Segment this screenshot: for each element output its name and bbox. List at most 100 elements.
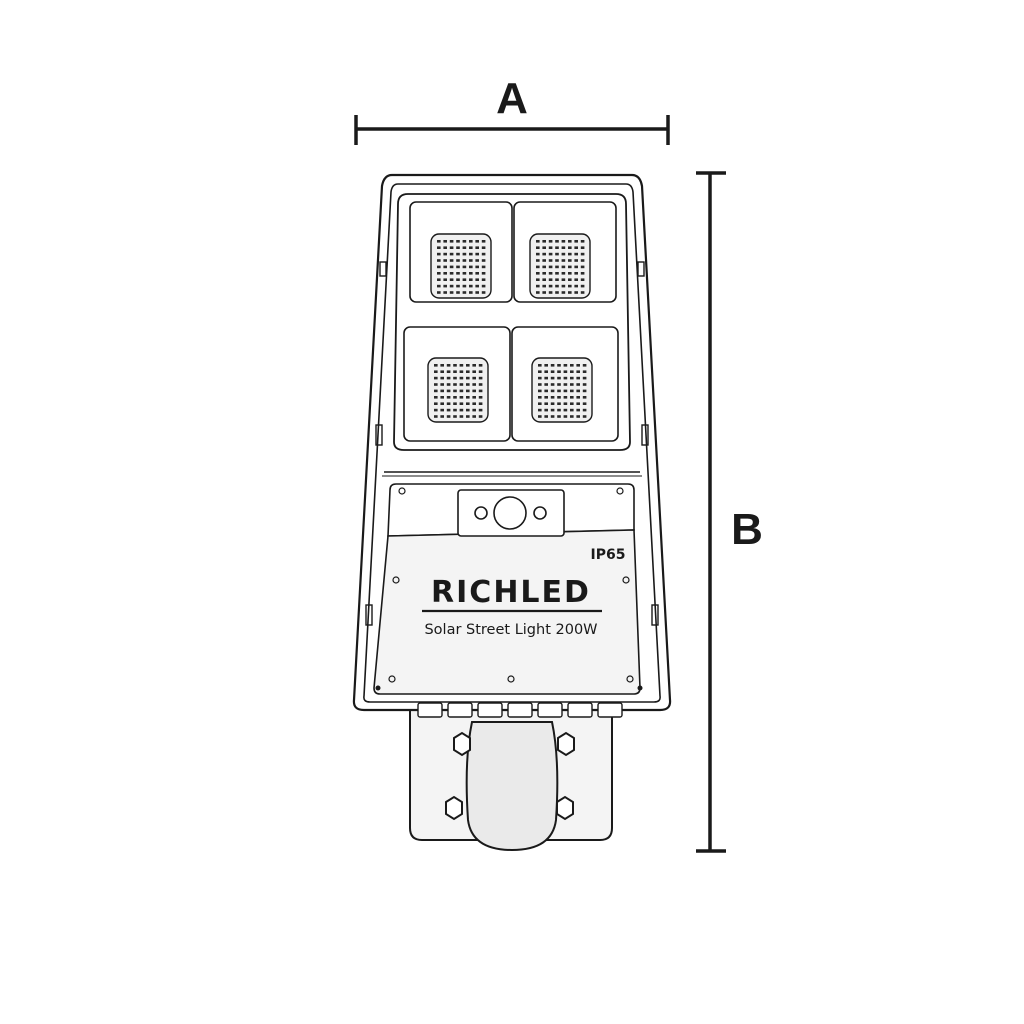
- led-chip: [462, 252, 467, 256]
- vent-slot: [567, 702, 593, 718]
- led-chip: [550, 370, 555, 373]
- led-chip: [456, 265, 460, 269]
- led-chip: [561, 259, 566, 262]
- led-chip: [440, 396, 444, 399]
- led-chip: [475, 259, 479, 262]
- led-chip: [469, 278, 473, 281]
- led-chip: [570, 408, 574, 412]
- led-chip: [456, 259, 460, 262]
- led-chip: [568, 265, 572, 269]
- led-chip: [466, 415, 470, 418]
- led-chip: [449, 284, 454, 288]
- led-chip: [466, 383, 470, 386]
- led-chip: [469, 265, 473, 269]
- led-chip: [561, 252, 566, 256]
- led-chip: [456, 246, 460, 249]
- led-chip: [446, 370, 451, 373]
- led-chip: [481, 246, 486, 249]
- led-chip: [561, 291, 566, 294]
- led-chip: [472, 389, 476, 393]
- vent-slot: [537, 702, 563, 718]
- led-chip: [568, 284, 572, 288]
- led-chip: [453, 376, 457, 380]
- led-lens: [531, 357, 593, 423]
- brand-logo: RICHLED: [431, 575, 591, 610]
- led-chip: [462, 272, 467, 275]
- led-chip: [462, 291, 467, 294]
- led-chip: [557, 389, 561, 393]
- led-chip: [582, 415, 587, 418]
- led-chip: [459, 389, 464, 393]
- bolt-icon: [453, 731, 471, 757]
- led-chip: [440, 383, 444, 386]
- led-chip: [434, 370, 438, 373]
- led-chip: [434, 415, 438, 418]
- led-chip: [544, 415, 548, 418]
- led-chip: [570, 396, 574, 399]
- led-chip: [544, 408, 548, 412]
- led-chip: [576, 408, 580, 412]
- led-chip: [580, 265, 585, 269]
- led-chip: [449, 240, 454, 243]
- led-chip: [557, 396, 561, 399]
- led-chip: [462, 284, 467, 288]
- led-chip: [466, 364, 470, 367]
- led-chip: [557, 370, 561, 373]
- led-chip: [446, 396, 451, 399]
- led-chip: [563, 402, 568, 405]
- led-chip: [449, 246, 454, 249]
- dimension-a-label: A: [496, 74, 528, 123]
- led-chip: [570, 383, 574, 386]
- led-chip: [542, 291, 546, 294]
- led-chip: [568, 272, 572, 275]
- led-chip: [568, 246, 572, 249]
- led-chip: [568, 240, 572, 243]
- led-chip: [574, 252, 578, 256]
- led-chip: [459, 402, 464, 405]
- led-chip: [434, 364, 438, 367]
- led-chip: [475, 265, 479, 269]
- led-chip: [453, 383, 457, 386]
- led-chip: [456, 240, 460, 243]
- motion-sensor: [457, 489, 565, 537]
- led-chip: [475, 284, 479, 288]
- led-chip: [472, 383, 476, 386]
- led-chip: [576, 389, 580, 393]
- led-chip: [563, 376, 568, 380]
- led-chip: [580, 246, 585, 249]
- sensor-dot-icon: [533, 506, 547, 520]
- led-chip: [544, 370, 548, 373]
- led-chip: [550, 396, 555, 399]
- led-chip: [466, 389, 470, 393]
- led-chip: [453, 402, 457, 405]
- led-chip: [576, 376, 580, 380]
- led-chip: [481, 291, 486, 294]
- led-chip: [449, 278, 454, 281]
- led-chip: [570, 376, 574, 380]
- led-chip: [550, 415, 555, 418]
- led-chip: [555, 272, 559, 275]
- led-chip: [478, 364, 483, 367]
- led-chip: [544, 402, 548, 405]
- led-chip: [542, 252, 546, 256]
- led-chip: [466, 396, 470, 399]
- led-chip: [481, 278, 486, 281]
- led-chip: [557, 364, 561, 367]
- led-chip: [472, 415, 476, 418]
- led-chip: [561, 278, 566, 281]
- led-chip: [475, 252, 479, 256]
- led-chip: [446, 389, 451, 393]
- led-chip: [548, 278, 553, 281]
- led-chip: [561, 265, 566, 269]
- vent-slot: [507, 702, 533, 718]
- led-chip: [536, 246, 540, 249]
- led-chip: [570, 364, 574, 367]
- led-chip: [469, 291, 473, 294]
- led-chip: [555, 278, 559, 281]
- led-chip: [434, 396, 438, 399]
- led-chip: [574, 246, 578, 249]
- led-chip: [440, 402, 444, 405]
- led-chip: [453, 389, 457, 393]
- led-chip: [443, 240, 447, 243]
- led-chip: [475, 291, 479, 294]
